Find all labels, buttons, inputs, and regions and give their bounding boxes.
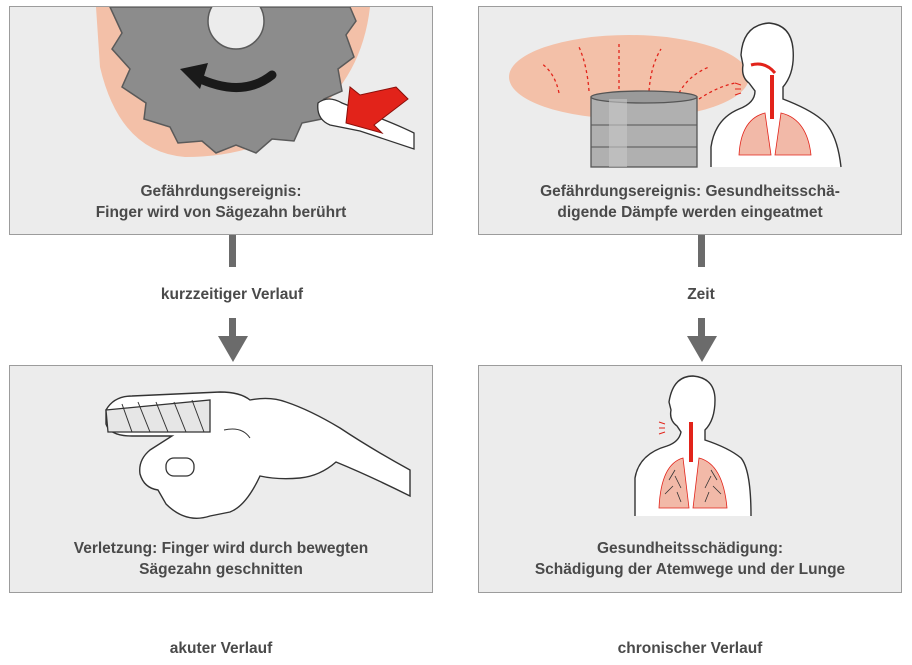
down-arrow-icon <box>687 336 717 362</box>
panel-health-damage: Gesundheitsschädigung: Schädigung der At… <box>478 365 902 593</box>
flow-label-left: kurzzeitiger Verlauf <box>82 286 382 304</box>
panel-caption: Gefährdungsereignis: Gesundheitsschä- di… <box>479 181 901 223</box>
connector-line-left-top <box>229 235 236 267</box>
panel-injury-cut: Verletzung: Finger wird durch bewegten S… <box>9 365 433 593</box>
panel-caption: Gesundheitsschädigung: Schädigung der At… <box>479 538 901 580</box>
caption-line2: Sägezahn geschnitten <box>10 559 432 580</box>
down-arrow-icon <box>218 336 248 362</box>
caption-line1: Verletzung: Finger wird durch bewegten <box>10 538 432 559</box>
footer-label-left: akuter Verlauf <box>71 640 371 658</box>
connector-line-right-bottom <box>698 318 705 336</box>
caption-line1: Gefährdungsereignis: Gesundheitsschä- <box>479 181 901 202</box>
panel-hazard-fumes: Gefährdungsereignis: Gesundheitsschä- di… <box>478 6 902 235</box>
flow-label-right: Zeit <box>551 286 851 304</box>
barrel-icon <box>591 91 697 167</box>
bandaged-finger-icon <box>106 392 410 518</box>
person-lungs-icon <box>635 376 751 516</box>
caption-line2: Finger wird von Sägezahn berührt <box>10 202 432 223</box>
connector-line-right-top <box>698 235 705 267</box>
panel-caption: Verletzung: Finger wird durch bewegten S… <box>10 538 432 580</box>
panel-caption: Gefährdungsereignis: Finger wird von Säg… <box>10 181 432 223</box>
footer-label-right: chronischer Verlauf <box>540 640 840 658</box>
connector-line-left-bottom <box>229 318 236 336</box>
caption-line1: Gesundheitsschädigung: <box>479 538 901 559</box>
panel-hazard-saw: Gefährdungsereignis: Finger wird von Säg… <box>9 6 433 235</box>
caption-line1: Gefährdungsereignis: <box>10 181 432 202</box>
caption-line2: Schädigung der Atemwege und der Lunge <box>479 559 901 580</box>
caption-line2: digende Dämpfe werden eingeatmet <box>479 202 901 223</box>
